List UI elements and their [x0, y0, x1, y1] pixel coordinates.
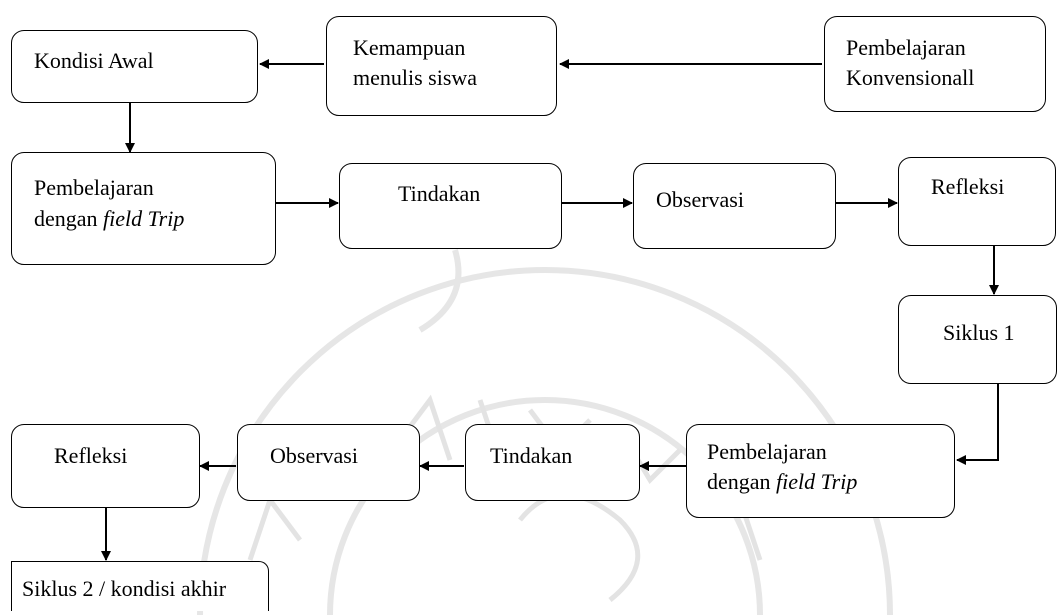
- node-label: Kondisi Awal: [34, 48, 154, 73]
- node-label: Tindakan: [398, 181, 481, 206]
- node-label: Siklus 2 / kondisi akhir: [22, 576, 227, 601]
- node-kondisi-awal: Kondisi Awal: [11, 30, 258, 103]
- node-label-italic: field Trip: [776, 469, 858, 494]
- node-label: Observasi: [656, 187, 744, 212]
- node-label-line-2: Konvensionall: [846, 65, 975, 90]
- node-label: Tindakan: [490, 443, 573, 468]
- node-siklus-1: Siklus 1: [898, 295, 1057, 384]
- node-label-line-1: Pembelajaran: [846, 35, 966, 60]
- node-pembelajaran-field-trip-2: Pembelajaran dengan field Trip: [686, 424, 955, 518]
- node-label: Siklus 1: [943, 320, 1015, 345]
- node-label-line-1: Pembelajaran: [707, 439, 827, 464]
- node-kemampuan-menulis-siswa: Kemampuan menulis siswa: [326, 16, 557, 116]
- node-refleksi-2: Refleksi: [11, 424, 200, 508]
- node-label-line-1: Pembelajaran: [34, 175, 154, 200]
- node-siklus-2-kondisi-akhir: Siklus 2 / kondisi akhir: [11, 561, 269, 611]
- node-tindakan-2: Tindakan: [465, 424, 640, 501]
- node-label: Refleksi: [54, 443, 128, 468]
- arrow-siklus-1-to-pembelajaran-2: [956, 384, 999, 465]
- node-label-prefix: dengan: [707, 469, 777, 494]
- node-label: Observasi: [270, 443, 358, 468]
- watermark-ornament: [418, 249, 462, 333]
- node-observasi-1: Observasi: [633, 163, 836, 249]
- node-pembelajaran-konvensional: Pembelajaran Konvensionall: [824, 16, 1046, 112]
- node-tindakan-1: Tindakan: [339, 163, 562, 249]
- node-observasi-2: Observasi: [237, 424, 420, 501]
- node-label-line-1: Kemampuan: [353, 35, 466, 60]
- node-label-italic: field Trip: [103, 206, 185, 231]
- node-pembelajaran-field-trip-1: Pembelajaran dengan field Trip: [11, 152, 276, 265]
- node-label-line-2: dengan field Trip: [34, 204, 184, 234]
- node-label-line-2: dengan field Trip: [707, 467, 857, 497]
- node-refleksi-1: Refleksi: [898, 157, 1056, 246]
- node-label-prefix: dengan: [34, 206, 104, 231]
- node-label-line-2: menulis siswa: [353, 65, 478, 90]
- node-label: Refleksi: [931, 174, 1005, 199]
